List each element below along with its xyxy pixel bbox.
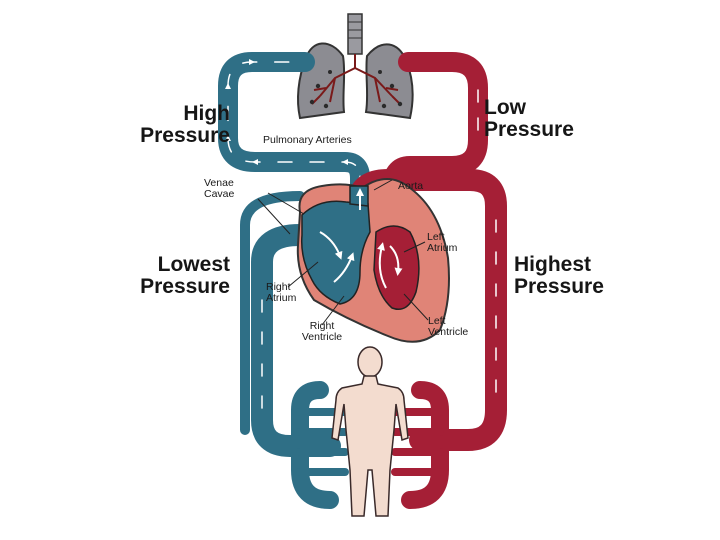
trachea: [347, 13, 363, 55]
lungs: [297, 13, 414, 120]
systemic-vein-loop: [240, 191, 341, 457]
aorta-label: Aorta: [398, 180, 424, 192]
human-figure: [331, 346, 409, 517]
heart: [296, 178, 450, 343]
pulmonary-artery-loop: [218, 52, 370, 206]
leader-lines: [257, 179, 429, 326]
pulmonary-arteries-label: Pulmonary Arteries: [263, 134, 352, 146]
